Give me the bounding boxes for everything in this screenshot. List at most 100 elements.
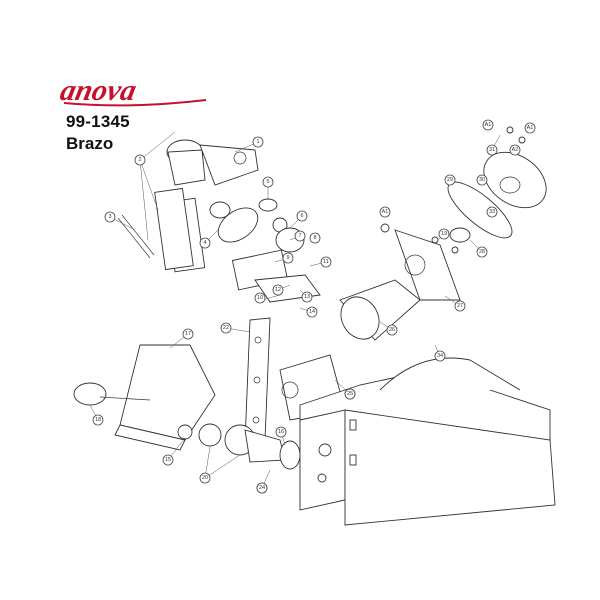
callout-a1: A1 <box>524 122 536 134</box>
callout-number: A1 <box>485 122 492 128</box>
callout-34: 34 <box>434 350 446 362</box>
callout-number: 29 <box>447 177 453 183</box>
callout-circle <box>282 252 294 264</box>
callout-3: 3 <box>104 211 116 223</box>
callout-number: 3 <box>108 214 111 220</box>
callout-number: 7 <box>298 233 301 239</box>
callout-circle <box>252 136 264 148</box>
callout-circle <box>275 426 287 438</box>
housing <box>299 357 556 526</box>
callout-circle <box>182 328 194 340</box>
callout-circle <box>444 174 456 186</box>
callout-circle <box>386 324 398 336</box>
logo-swoosh <box>63 99 207 107</box>
callout-number: 31 <box>489 147 495 153</box>
callout-circle <box>344 388 356 400</box>
callout-33: 33 <box>486 206 498 218</box>
callout-number: A1 <box>382 209 389 215</box>
callout-circle <box>134 154 146 166</box>
callout-25: 25 <box>344 388 356 400</box>
callout-1: 1 <box>252 136 264 148</box>
callout-16: 16 <box>275 426 287 438</box>
callout-number: 4 <box>203 240 206 246</box>
callout-19: 19 <box>438 228 450 240</box>
callout-13: 13 <box>301 291 313 303</box>
callout-circle <box>272 284 284 296</box>
callout-31: 31 <box>486 144 498 156</box>
callout-circle <box>434 350 446 362</box>
callout-number: 14 <box>309 309 315 315</box>
callout-20: 20 <box>199 472 211 484</box>
callout-circle <box>92 414 104 426</box>
callout-circle <box>486 206 498 218</box>
callout-circle <box>320 256 332 268</box>
callout-number: 11 <box>323 259 329 265</box>
callout-number: 34 <box>437 353 443 359</box>
callout-number: 20 <box>202 475 208 481</box>
callout-number: 24 <box>259 485 265 491</box>
callout-markers: 1234567891011121314151617181920212223242… <box>92 119 536 494</box>
callout-6: 6 <box>296 210 308 222</box>
callout-10: 10 <box>254 292 266 304</box>
callout-circle <box>309 232 321 244</box>
callout-circle <box>482 119 494 131</box>
callout-circle <box>296 210 308 222</box>
callout-17: 17 <box>182 328 194 340</box>
callout-9: 9 <box>282 252 294 264</box>
callout-30: 30 <box>476 174 488 186</box>
callout-circle <box>476 246 488 258</box>
callout-15: 15 <box>162 454 174 466</box>
callout-14: 14 <box>306 306 318 318</box>
callout-circle <box>301 291 313 303</box>
callout-number: 6 <box>300 213 303 219</box>
logo-wordmark: anova <box>60 76 140 107</box>
callout-number: 16 <box>278 429 284 435</box>
callout-circle <box>454 300 466 312</box>
callout-number: 27 <box>457 303 463 309</box>
callout-circle <box>306 306 318 318</box>
callout-number: 33 <box>489 209 495 215</box>
part-number: 99-1345 <box>66 112 130 131</box>
callout-number: 30 <box>479 177 485 183</box>
callout-a2: A2 <box>509 144 521 156</box>
callout-18: 18 <box>92 414 104 426</box>
callout-number: 5 <box>266 179 269 185</box>
callout-26: 26 <box>386 324 398 336</box>
callout-27: 27 <box>454 300 466 312</box>
anova-logo: anova <box>60 76 207 107</box>
callout-number: 17 <box>185 331 191 337</box>
callout-number: 8 <box>313 235 316 241</box>
callout-8: 8 <box>309 232 321 244</box>
callout-a1: A1 <box>379 206 391 218</box>
callout-number: A2 <box>512 147 519 153</box>
callout-circle <box>220 322 232 334</box>
callout-number: 9 <box>286 255 289 261</box>
callout-circle <box>199 237 211 249</box>
callout-5: 5 <box>262 176 274 188</box>
callout-circle <box>162 454 174 466</box>
part-name: Brazo <box>66 134 114 153</box>
bracket-plate <box>244 317 271 443</box>
callout-7: 7 <box>294 230 306 242</box>
callout-number: A1 <box>527 125 534 131</box>
callout-number: 15 <box>165 457 171 463</box>
callout-number: 19 <box>441 231 447 237</box>
callout-11: 11 <box>320 256 332 268</box>
callout-24: 24 <box>256 482 268 494</box>
callout-circle <box>294 230 306 242</box>
callout-circle <box>199 472 211 484</box>
callout-circle <box>524 122 536 134</box>
callout-number: 26 <box>389 327 395 333</box>
callout-circle <box>486 144 498 156</box>
callout-number: 13 <box>304 294 310 300</box>
callout-12: 12 <box>272 284 284 296</box>
callout-circle <box>438 228 450 240</box>
callout-circle <box>476 174 488 186</box>
callout-circle <box>509 144 521 156</box>
callout-circle <box>262 176 274 188</box>
callout-29: 29 <box>444 174 456 186</box>
callout-number: 2 <box>138 157 141 163</box>
callout-circle <box>256 482 268 494</box>
